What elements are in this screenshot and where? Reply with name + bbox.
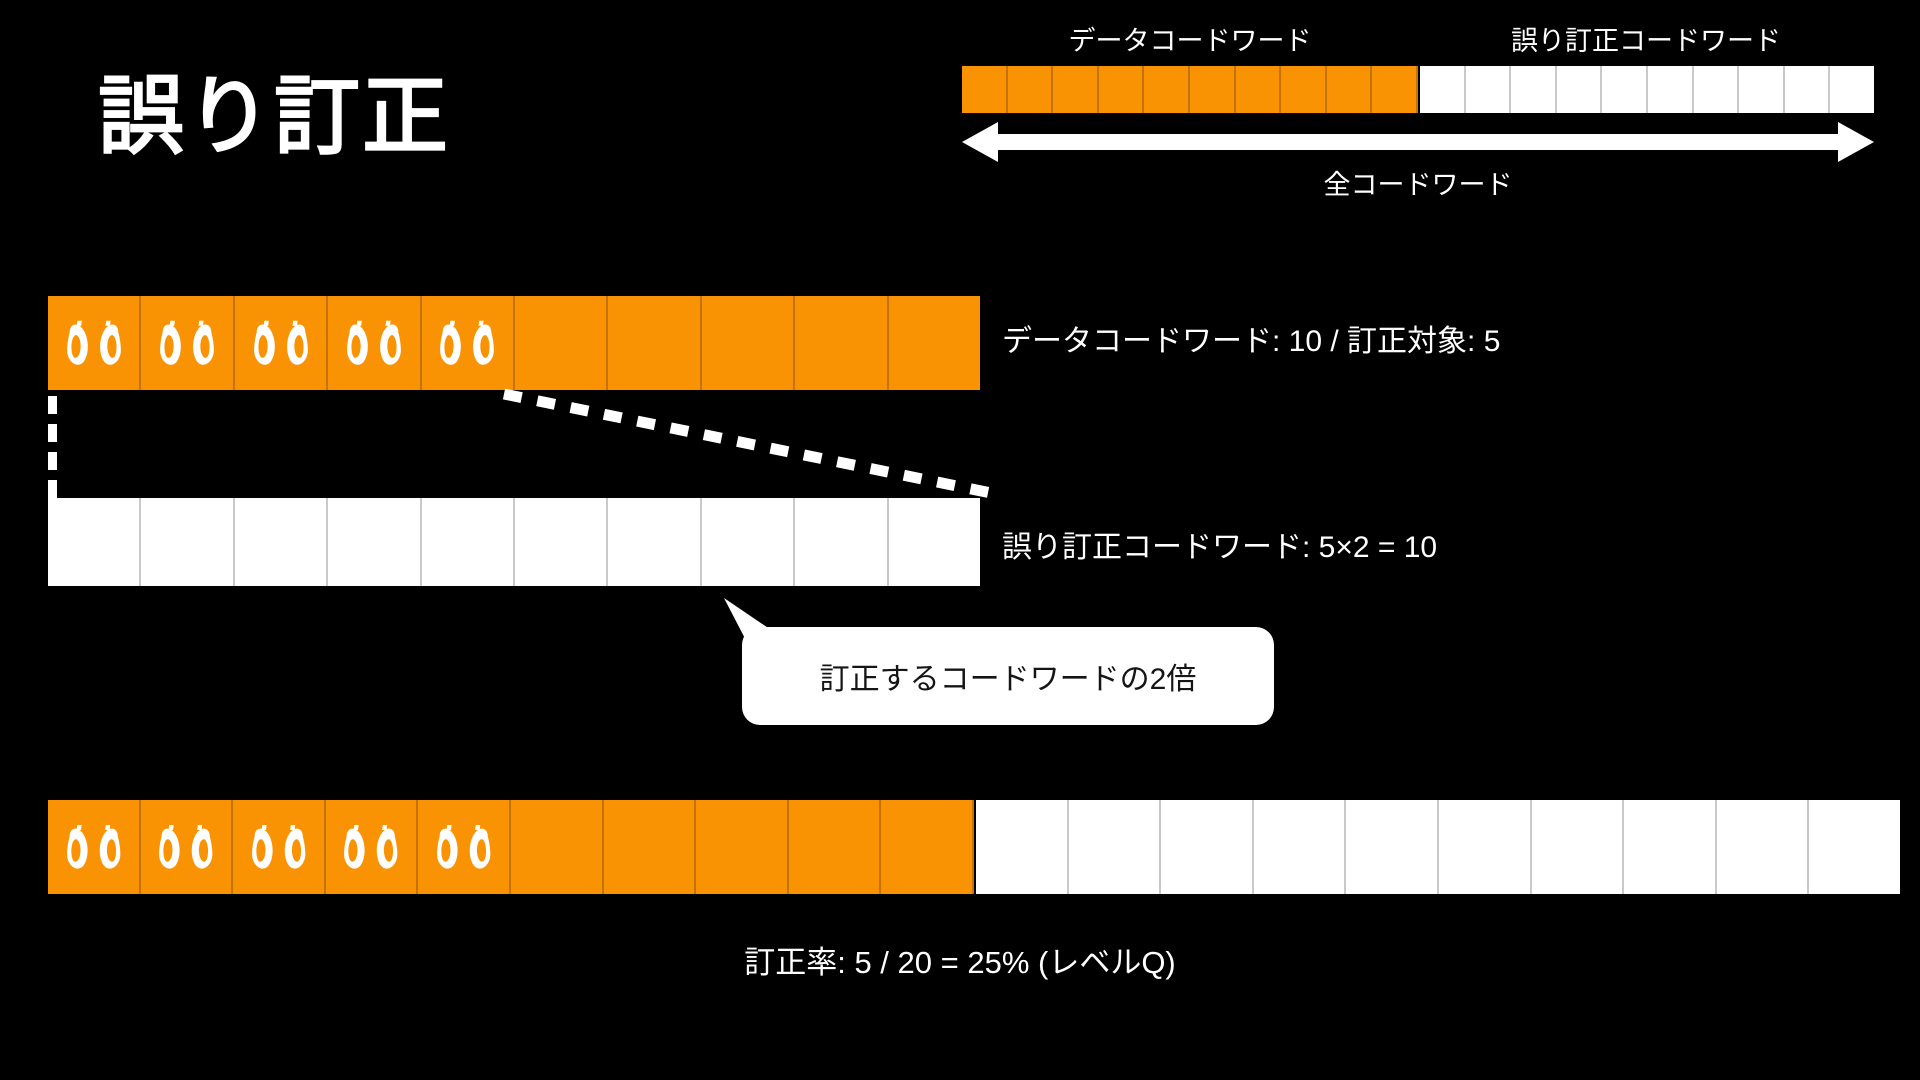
data-codeword-cell	[1235, 66, 1282, 113]
ec-codeword-cell	[1739, 66, 1785, 113]
ec-codeword-cell	[141, 498, 235, 586]
ec-codeword-row-label: 誤り訂正コードワード: 5×2 = 10	[1002, 531, 1438, 564]
ec-codeword-cell	[608, 498, 702, 586]
data-codeword-cell	[1053, 66, 1099, 113]
eyes-icon	[440, 320, 495, 365]
ec-codeword-cell	[1830, 66, 1874, 113]
data-codeword-cell	[701, 296, 796, 390]
top-ec-codeword-label: 誤り訂正コードワード	[1511, 26, 1781, 56]
speech-bubble: 訂正するコードワードの2倍	[742, 627, 1274, 725]
ec-codeword-cell	[1438, 800, 1532, 894]
eyes-icon	[159, 824, 213, 869]
ec-codeword-cell	[1647, 66, 1694, 113]
ec-codeword-cell	[1531, 800, 1625, 894]
eyes-icon	[344, 824, 398, 869]
ec-codeword-cell	[1417, 66, 1466, 113]
ec-codeword-cell	[973, 800, 1069, 894]
data-codeword-cell-error	[140, 800, 234, 894]
data-codeword-cell	[1098, 66, 1145, 113]
ec-codeword-cell	[1784, 66, 1831, 113]
ec-codeword-cell	[328, 498, 422, 586]
full-codeword-row	[48, 800, 1900, 894]
ec-codeword-cell	[1693, 66, 1740, 113]
full-codeword-span-arrow	[962, 122, 1874, 162]
data-codeword-cell-error	[418, 800, 511, 894]
data-codeword-cell	[881, 800, 974, 894]
top-codeword-bar	[962, 66, 1874, 113]
data-codeword-cell	[510, 800, 604, 894]
eyes-icon	[66, 320, 121, 365]
data-codeword-cell	[962, 66, 1008, 113]
data-codeword-cell-error	[325, 800, 419, 894]
ec-codeword-cell	[795, 498, 889, 586]
ec-codeword-cell	[1161, 800, 1254, 894]
ec-codeword-cell	[1465, 66, 1512, 113]
data-codeword-cell-error	[48, 296, 142, 390]
ec-codeword-cell	[234, 498, 329, 586]
ec-codeword-cell	[1809, 800, 1900, 894]
data-codeword-cell	[696, 800, 789, 894]
ec-codeword-cell	[1068, 800, 1162, 894]
correction-rate-caption: 訂正率: 5 / 20 = 25% (レベルQ)	[744, 945, 1176, 980]
data-codeword-cell	[1281, 66, 1327, 113]
ec-codeword-cell	[1602, 66, 1648, 113]
eyes-icon	[437, 824, 491, 869]
data-codeword-cell	[1144, 66, 1190, 113]
data-codeword-cell	[608, 296, 702, 390]
ec-codeword-cell	[1624, 800, 1717, 894]
data-codeword-cell	[1372, 66, 1418, 113]
data-codeword-cell-error	[141, 296, 235, 390]
data-codeword-row-label: データコードワード: 10 / 訂正対象: 5	[1002, 325, 1501, 358]
data-codeword-cell	[888, 296, 981, 390]
data-codeword-cell-error	[328, 296, 422, 390]
ec-codeword-cell	[48, 498, 142, 586]
data-codeword-row	[48, 296, 981, 390]
data-codeword-cell-error	[234, 296, 329, 390]
ec-codeword-cell	[701, 498, 796, 586]
ec-codeword-cell	[515, 498, 609, 586]
data-codeword-cell	[515, 296, 609, 390]
data-codeword-cell	[1326, 66, 1373, 113]
data-codeword-cell	[795, 296, 889, 390]
data-codeword-cell-error	[421, 296, 516, 390]
ec-codeword-cell	[1511, 66, 1557, 113]
full-codeword-span-label: 全コードワード	[1323, 170, 1513, 200]
dashed-connector-diagonal	[502, 388, 998, 500]
data-codeword-cell	[1189, 66, 1236, 113]
page-title: 誤り訂正	[98, 69, 450, 165]
dashed-connector-vertical	[48, 396, 57, 498]
eyes-icon	[66, 824, 120, 869]
data-codeword-cell	[788, 800, 882, 894]
ec-codeword-cell	[1716, 800, 1810, 894]
data-codeword-cell	[603, 800, 697, 894]
ec-codeword-row	[48, 498, 981, 586]
data-codeword-cell	[1007, 66, 1054, 113]
eyes-icon	[251, 824, 306, 869]
speech-bubble-text: 訂正するコードワードの2倍	[819, 663, 1197, 696]
ec-codeword-cell	[1346, 800, 1439, 894]
ec-codeword-cell	[1253, 800, 1347, 894]
ec-codeword-cell	[888, 498, 981, 586]
ec-codeword-cell	[1556, 66, 1603, 113]
data-codeword-cell-error	[48, 800, 141, 894]
data-codeword-cell-error	[233, 800, 326, 894]
eyes-icon	[253, 320, 308, 365]
ec-codeword-cell	[421, 498, 516, 586]
eyes-icon	[160, 320, 214, 365]
top-data-codeword-label: データコードワード	[1068, 26, 1312, 56]
eyes-icon	[347, 320, 401, 365]
